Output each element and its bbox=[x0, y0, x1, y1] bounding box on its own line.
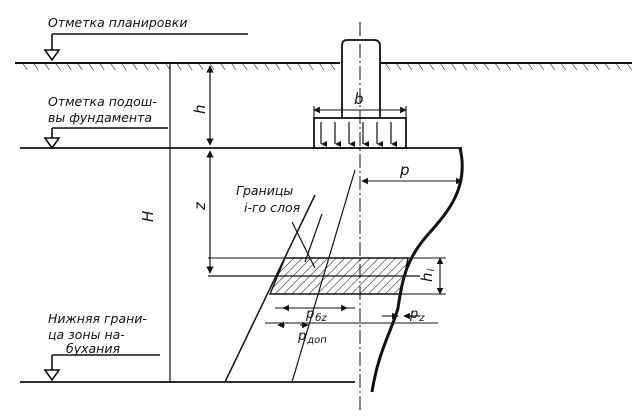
level-marker-foundation-base bbox=[43, 127, 168, 150]
planning-mark-label: Отметка планировки bbox=[48, 15, 187, 30]
swelling-lower-label-3: бухания bbox=[66, 341, 120, 356]
level-marker-planning bbox=[43, 33, 248, 62]
swelling-lower-label-2: ца зоны на- bbox=[48, 327, 125, 342]
allowable-pressure-line bbox=[224, 194, 316, 383]
pressure-curve bbox=[370, 147, 464, 393]
footing-pressure-arrows bbox=[320, 122, 397, 147]
p-z-label: pz bbox=[409, 307, 425, 324]
layer-thickness-label: hi bbox=[418, 268, 437, 282]
layer-bounds-label-1: Границы bbox=[236, 183, 293, 198]
depth-h-label: h bbox=[191, 104, 209, 114]
height-H-dimension bbox=[165, 62, 175, 383]
level-marker-swelling-lower bbox=[43, 354, 160, 382]
layer-i-hatched bbox=[208, 257, 438, 324]
layer-thickness-dimension bbox=[401, 257, 446, 295]
foundation-base-label-2: вы фундамента bbox=[48, 110, 152, 125]
swelling-lower-label-1: Нижняя грани- bbox=[48, 311, 147, 326]
height-H-label: H bbox=[139, 211, 157, 222]
p-dop-label: pдоп bbox=[297, 329, 327, 346]
layer-bounds-leaders bbox=[291, 213, 323, 269]
pressure-p-label: p bbox=[399, 161, 410, 179]
ground-surface bbox=[15, 62, 632, 70]
layer-bounds-label-2: i-го слоя bbox=[244, 200, 301, 215]
foundation-base-label-1: Отметка подош- bbox=[48, 94, 157, 109]
depth-z-label: z bbox=[191, 201, 209, 211]
p-bz-label: pбz bbox=[305, 307, 327, 324]
width-b-label: b bbox=[354, 90, 364, 108]
